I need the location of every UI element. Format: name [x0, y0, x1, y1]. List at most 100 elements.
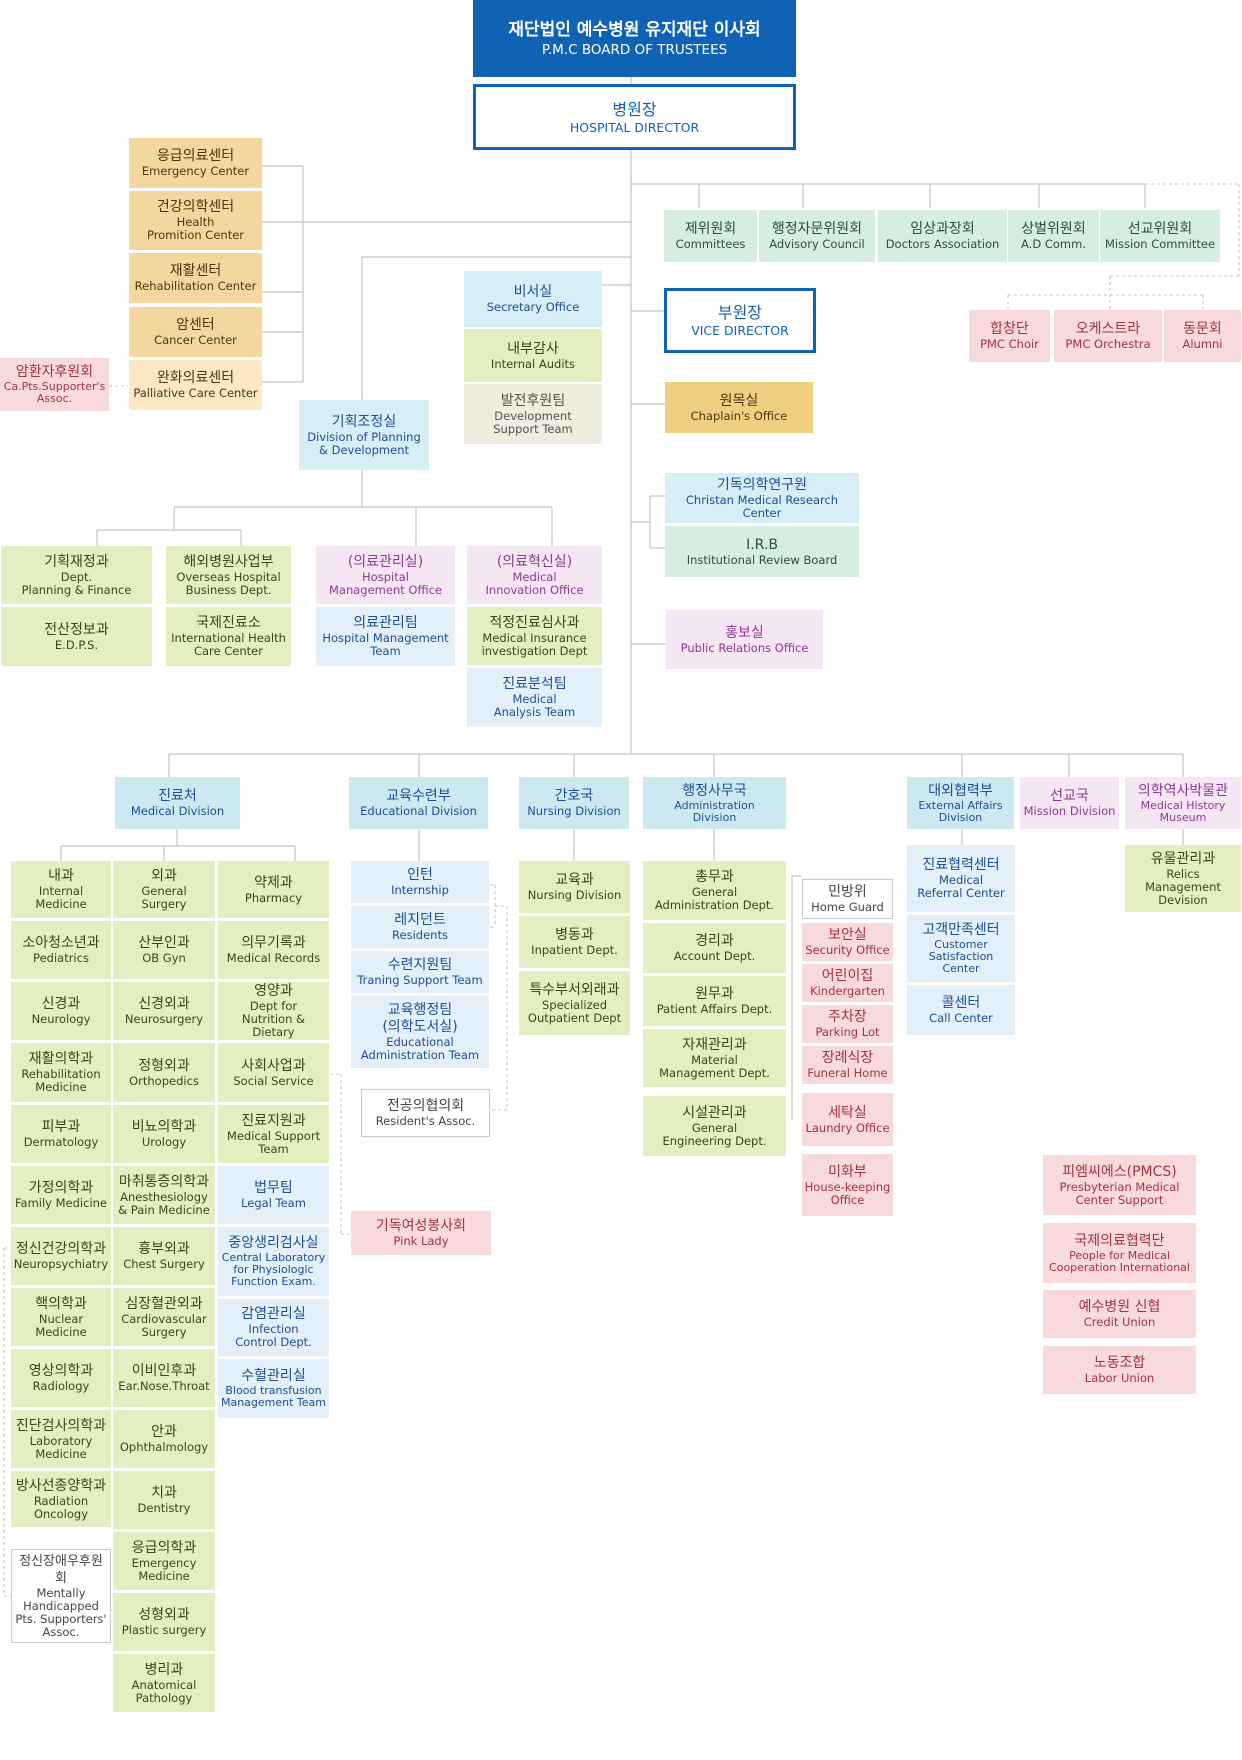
irb[interactable]: I.R.B Institutional Review Board [665, 526, 859, 577]
committee-box[interactable]: 임상과장회 Doctors Association [878, 210, 1007, 262]
board-of-trustees[interactable]: 재단법인 예수병원 유지재단 이사회 P.M.C BOARD OF TRUSTE… [473, 0, 796, 77]
committee-box[interactable]: 상벌위원회 A.D Comm. [1008, 210, 1099, 262]
education-sub[interactable]: 교육행정팀 (의학도서실)Educational Administration … [351, 996, 489, 1068]
international-health-care[interactable]: 국제진료소 International Health Care Center [166, 607, 291, 666]
division-administration[interactable]: 행정사무국 Administration Division [643, 777, 786, 829]
medical-innovation-office[interactable]: (의료혁신실) Medical Innovation Office [467, 546, 602, 604]
center-box[interactable]: 완화의료센터 Palliative Care Center [129, 360, 262, 410]
division-nursing[interactable]: 간호국 Nursing Division [519, 777, 629, 829]
mission-group-box[interactable]: 오케스트라 PMC Orchestra [1054, 310, 1162, 362]
affiliate-pmcs[interactable]: 피엠씨에스(PMCS)Presbyterian Medical Center S… [1043, 1155, 1196, 1215]
division-medical[interactable]: 진료처 Medical Division [115, 777, 240, 829]
hospital-management-team[interactable]: 의료관리팀 Hospital Management Team [316, 607, 455, 666]
mission-group-box[interactable]: 동문회 Alumni [1164, 310, 1241, 362]
planning-division[interactable]: 기획조정실 Division of Planning & Development [299, 400, 429, 470]
edps[interactable]: 전산정보과 E.D.P.S. [1, 607, 152, 666]
hospital-management-office[interactable]: (의료관리실) Hospital Management Office [316, 546, 455, 604]
mission-group-box[interactable]: 합창단 PMC Choir [969, 310, 1050, 362]
mental-supporters[interactable]: 정신장애우후원회 Mentally Handicapped Pts. Suppo… [11, 1549, 111, 1643]
hospital-director[interactable]: 병원장 HOSPITAL DIRECTOR [473, 84, 796, 150]
vice-director[interactable]: 부원장 VICE DIRECTOR [664, 288, 816, 353]
medical-analysis-team[interactable]: 진료분석팀 Medical Analysis Team [467, 668, 602, 727]
division-external-affairs[interactable]: 대외협력부 External Affairs Division [907, 777, 1014, 829]
internal-audits[interactable]: 내부감사 Internal Audits [464, 329, 602, 382]
committee-box[interactable]: 선교위원회 Mission Committee [1100, 210, 1220, 262]
center-box[interactable]: 재활센터 Rehabilitation Center [129, 253, 262, 303]
secretary-office[interactable]: 비서실 Secretary Office [464, 271, 602, 327]
committee-box[interactable]: 행정자문위원회 Advisory Council [759, 210, 875, 262]
division-educational[interactable]: 교육수련부 Educational Division [349, 777, 488, 829]
committee-box[interactable]: 제위원회 Committees [664, 210, 757, 262]
chaplain-office[interactable]: 원목실 Chaplain's Office [665, 382, 813, 433]
medical-research-center[interactable]: 기독의학연구원 Christan Medical Research Center [665, 473, 859, 523]
cancer-supporters[interactable]: 암환자후원회 Ca.Pts.Supporter's Assoc. [0, 358, 109, 411]
overseas-business[interactable]: 해외병원사업부 Overseas Hospital Business Dept. [166, 546, 291, 604]
development-support-team[interactable]: 발전후원팀 Development Support Team [464, 384, 602, 444]
public-relations-office[interactable]: 홍보실 Public Relations Office [666, 610, 823, 669]
center-box[interactable]: 건강의학센터 Health Promition Center [129, 191, 262, 250]
center-box[interactable]: 응급의료센터 Emergency Center [129, 138, 262, 188]
planning-finance[interactable]: 기획재정과 Dept. Planning & Finance [1, 546, 152, 604]
division-mission[interactable]: 선교국 Mission Division [1020, 777, 1119, 829]
center-box[interactable]: 암센터 Cancer Center [129, 307, 262, 357]
